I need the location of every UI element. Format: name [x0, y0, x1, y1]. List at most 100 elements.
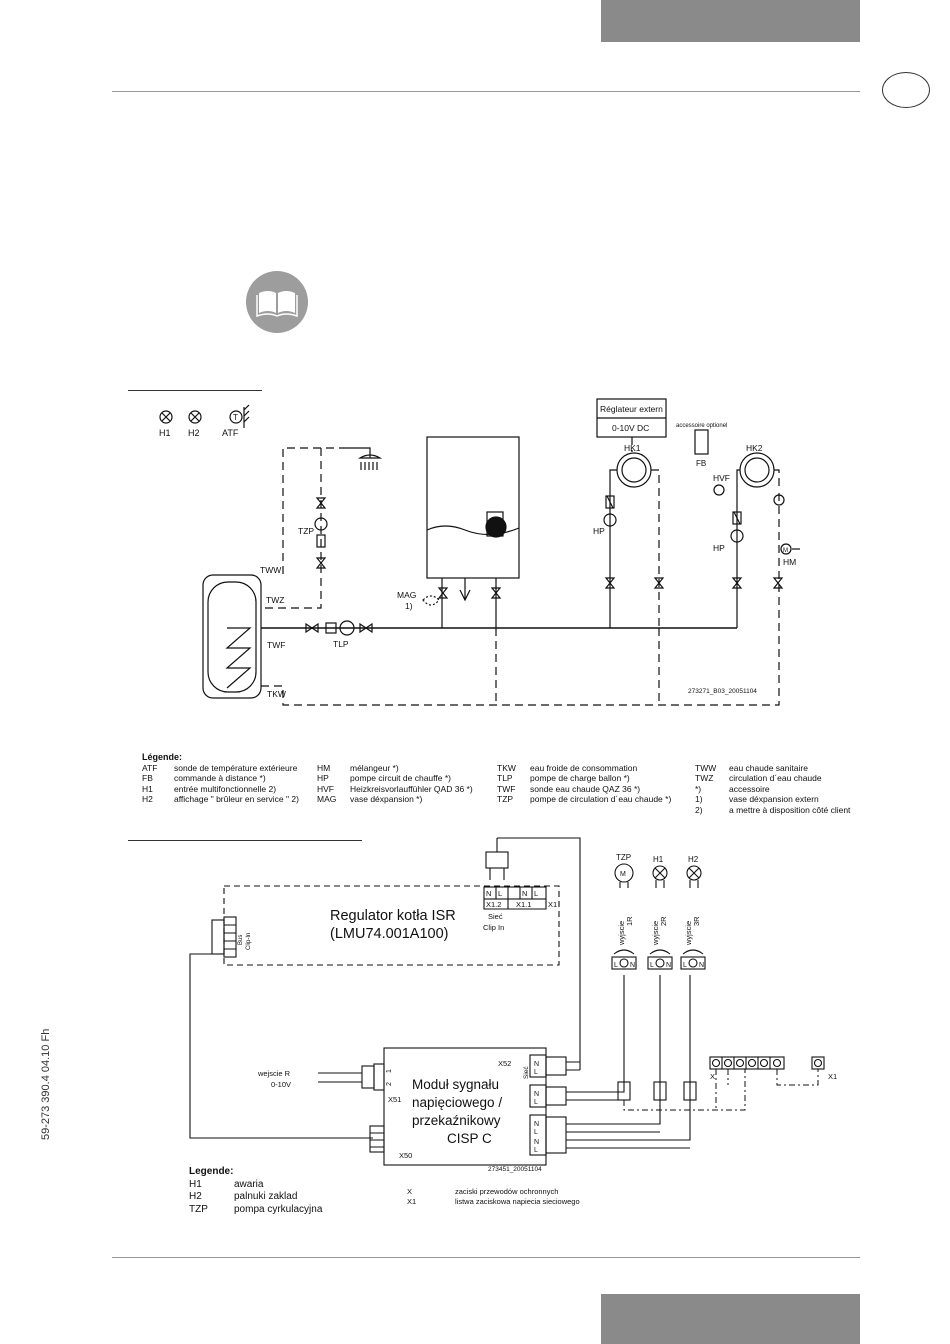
legend1-value: eau froide de consommation — [530, 763, 638, 773]
term-n-1: N — [486, 889, 491, 898]
siec-clip-label: Clip In — [483, 923, 504, 932]
tzp-label: TZP — [298, 526, 314, 536]
legend1-value: accessoire — [729, 783, 770, 794]
legend1-value: affichage " brûleur en service " 2) — [174, 794, 299, 805]
out2-n: N — [666, 962, 671, 969]
h2-lamp-symbol — [188, 410, 202, 424]
legend1-title: Légende: — [142, 752, 183, 762]
twf-label: TWF — [267, 640, 285, 650]
x1-terminal — [811, 1056, 825, 1070]
hm-label: HM — [783, 557, 796, 567]
out3-n: N — [699, 962, 704, 969]
module-title-line4: CISP C — [447, 1131, 492, 1146]
tlp-pump-symbol — [339, 620, 355, 636]
legend1-value: commande à distance *) — [174, 773, 266, 784]
regulator-dashed-box — [223, 885, 560, 966]
legend2-key: TZP — [189, 1203, 208, 1215]
hm-m-mark: M — [783, 548, 788, 554]
out-1r: 1R — [625, 916, 634, 926]
x52-n: N — [534, 1061, 539, 1068]
hydraulic-diagram: H1 H2 ATF T Réglateur extern 0-10V DC ac… — [159, 398, 800, 706]
siec-label: Sieć — [488, 912, 503, 921]
hp2-label: HP — [713, 543, 725, 553]
x52-label: X52 — [498, 1059, 511, 1068]
legend1-value: a mettre à disposition côté client — [729, 804, 851, 815]
term-n-2: N — [522, 889, 527, 898]
hk1-label: HK1 — [624, 443, 641, 453]
out2-l: L — [650, 962, 654, 969]
hvf-label: HVF — [713, 473, 730, 483]
legend1-key: MAG — [317, 794, 337, 805]
term-l-2: L — [534, 889, 538, 898]
atf-sensor-symbol — [229, 404, 250, 428]
o2-l: L — [534, 1129, 538, 1136]
diagram1-title-rule — [128, 390, 262, 391]
out-2r: 2R — [659, 916, 668, 926]
legend1-key: ATF — [142, 763, 158, 773]
legend1-value: vase déxpansion extern — [729, 794, 819, 805]
legend2-value: palnuki zaklad — [234, 1191, 298, 1202]
x-terminal-strip — [709, 1056, 785, 1070]
legend1-value: pompe de circulation d´eau chaude *) — [530, 794, 672, 805]
x51-pin2: 2 — [386, 1082, 393, 1086]
legend2-key: X — [407, 1187, 413, 1196]
diagram1-code: 273271_B03_20051104 — [688, 688, 757, 695]
legend2-value: pompa cyrkulacyjna — [234, 1203, 323, 1215]
wyjscie-1: wyjscie — [617, 921, 626, 946]
x52-l: L — [534, 1069, 538, 1076]
legend1-row: 2)a mettre à disposition côté client — [695, 805, 865, 815]
hp1-label: HP — [593, 526, 605, 536]
accessoire-label: accessoire optionel — [676, 423, 727, 429]
language-tab-circle — [882, 72, 930, 108]
legend1-row: MAG vase déxpansion *) — [317, 794, 497, 804]
regulator-title-line1: Regulator kotła ISR — [330, 908, 456, 924]
wyjscie-2: wyjscie — [651, 921, 660, 946]
tzp-m-mark: M — [620, 871, 626, 878]
o3-n: N — [534, 1139, 539, 1146]
out3-l: L — [683, 962, 687, 969]
hk2-label: HK2 — [746, 443, 763, 453]
volt-label: 0-10V DC — [612, 423, 649, 433]
legend2-value: awaria — [234, 1178, 264, 1190]
x-strip-label: X — [710, 1072, 715, 1081]
legend1-key: TWW — [695, 763, 717, 773]
wejscie-r-label: wejscie R — [257, 1069, 291, 1078]
legend2-key: H1 — [189, 1178, 202, 1190]
h2-lamp-symbol-2 — [686, 865, 702, 881]
footer-rule — [112, 1257, 860, 1258]
module-title-line3: przekaźnikowy — [412, 1113, 501, 1128]
atf-symbol-label: ATF — [222, 428, 239, 438]
o2-n: N — [534, 1121, 539, 1128]
header-gray-bar — [601, 0, 860, 42]
x11-label: X1.1 — [516, 900, 531, 909]
module-siec-label: Sieć — [523, 1066, 530, 1079]
x51-pin1: 1 — [386, 1069, 393, 1073]
legend2-row: H2 palnuki zaklad — [189, 1191, 389, 1204]
legend2-key: H2 — [189, 1191, 202, 1202]
legend1-key: H1 — [142, 783, 153, 794]
legend2-row: TZP pompa cyrkulacyjna — [189, 1204, 389, 1217]
o1-l: L — [534, 1099, 538, 1106]
atf-t-mark: T — [233, 413, 238, 422]
fb-label: FB — [696, 459, 706, 468]
legend1-value: mélangeur *) — [350, 763, 399, 773]
manual-book-icon — [246, 271, 308, 333]
x12-label: X1.2 — [486, 900, 501, 909]
legend1-value: vase déxpansion *) — [350, 794, 423, 805]
